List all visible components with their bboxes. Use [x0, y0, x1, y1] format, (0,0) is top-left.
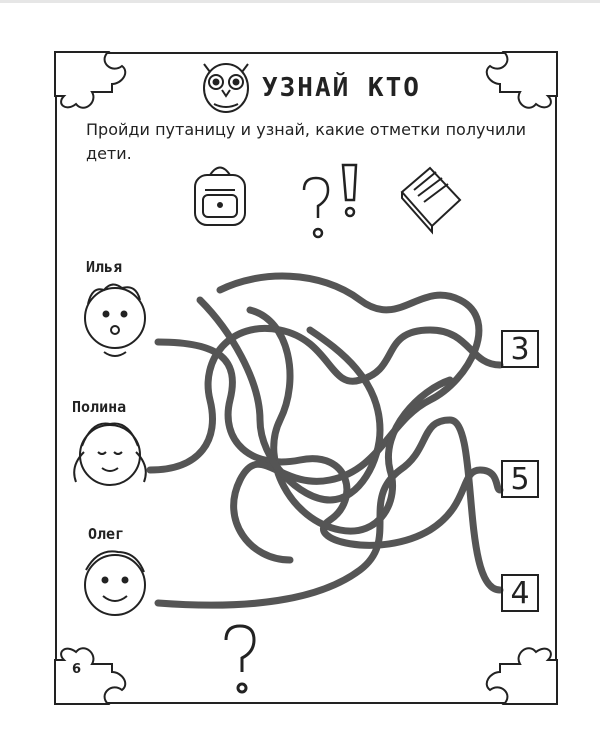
puzzle-corner-icon — [54, 647, 127, 705]
maze-paths — [146, 272, 504, 609]
backpack-icon — [194, 166, 246, 226]
boy-face-icon — [84, 550, 146, 616]
puzzle-corner-icon — [485, 647, 558, 705]
top-divider — [0, 0, 600, 3]
girl-face-icon — [73, 422, 147, 486]
child-name-oleg: Олег — [88, 525, 125, 543]
book-icon — [400, 166, 462, 235]
puzzle-corner-icon — [485, 51, 558, 109]
page-title: УЗНАЙ КТО — [262, 73, 421, 103]
grade-box-1: 3 — [501, 330, 539, 368]
question-mark-icon — [224, 624, 256, 694]
instruction-text: Пройди путаницу и узнай, какие отметки п… — [86, 120, 526, 163]
page-frame — [55, 52, 557, 704]
question-exclamation-icon — [302, 163, 358, 239]
child-name-ilya: Илья — [86, 258, 123, 276]
boy-face-icon — [84, 283, 146, 357]
child-name-polina: Полина — [72, 398, 127, 416]
grade-box-3: 4 — [501, 574, 539, 612]
owl-icon — [203, 63, 249, 113]
grade-box-2: 5 — [501, 460, 539, 498]
page-number: 6 — [72, 662, 82, 677]
puzzle-corner-icon — [54, 51, 127, 109]
